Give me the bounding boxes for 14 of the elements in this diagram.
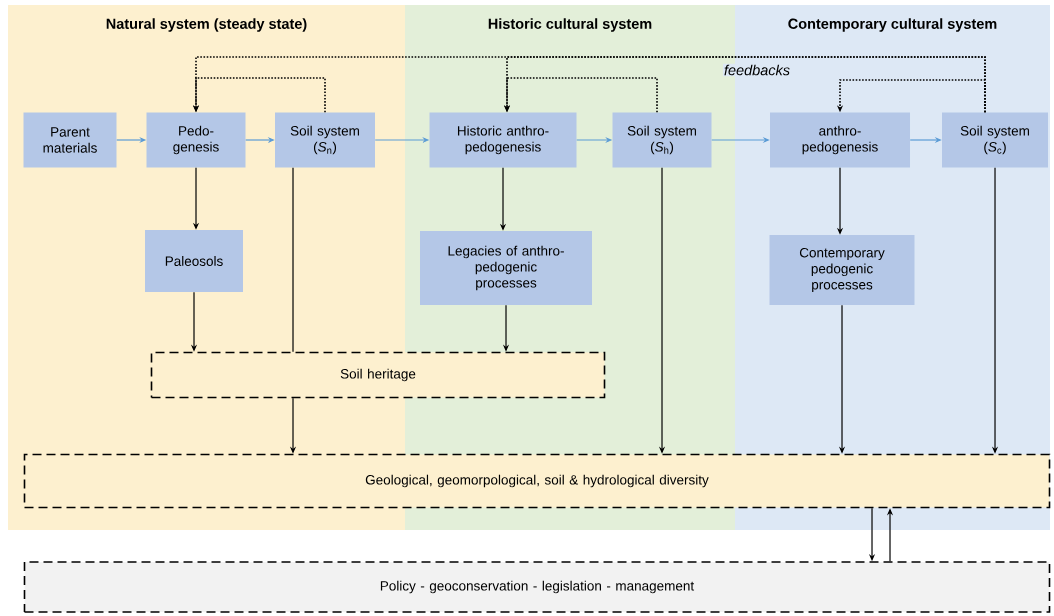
process-box: Parent materials <box>23 112 117 168</box>
dashed-box: Geological, geomorpological, soil & hydrological diversity <box>23 453 1051 509</box>
process-box: Soil system (S$_{n}$) <box>275 112 375 168</box>
process-box: Contemporary pedogenic processes <box>769 235 915 305</box>
process-box: Pedo- genesis <box>146 112 246 168</box>
process-box: Soil system (S$_{c}$) <box>942 112 1048 168</box>
connector-line <box>292 167 294 353</box>
process-box: Soil system (S$_{h}$) <box>612 112 712 168</box>
process-box: Paleosols <box>145 230 243 292</box>
dashed-box: Policy - geoconservation - legislation - management <box>23 561 1051 613</box>
dashed-box: Soil heritage <box>150 351 606 399</box>
process-box: anthro- pedogenesis <box>770 112 910 168</box>
process-box: Historic anthro- pedogenesis <box>429 112 577 168</box>
process-box: Legacies of anthro- pedogenic processes <box>420 231 592 305</box>
